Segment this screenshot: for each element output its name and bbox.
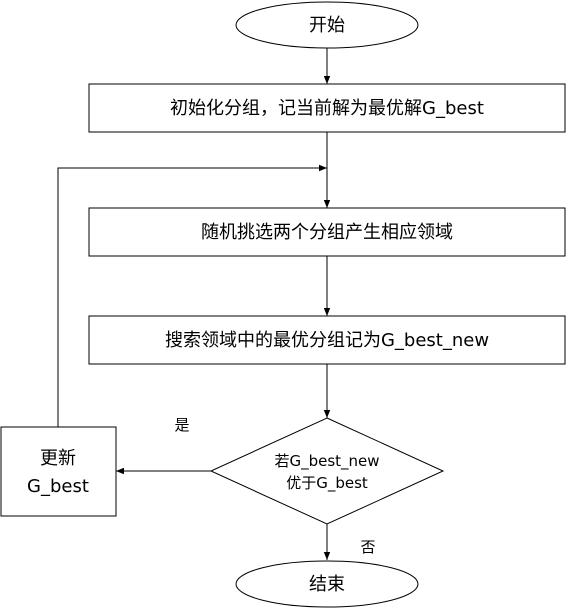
select-label: 随机挑选两个分组产生相应领域 [201,222,453,243]
yes-label: 是 [174,416,189,434]
edge-update-loop [57,164,327,427]
init-label: 初始化分组，记当前解为最优解G_best [170,98,484,119]
update-label-line1: 更新 [40,448,76,469]
no-label: 否 [360,538,375,556]
update-node [0,426,117,517]
decision-label-line1: 若G_best_new [274,452,379,471]
end-label: 结束 [309,574,345,595]
update-label-line2: G_best [27,476,89,497]
decision-node [209,417,445,525]
start-label: 开始 [309,15,345,36]
end-node [235,560,419,608]
search-label: 搜索领域中的最优分组记为G_best_new [165,330,489,351]
decision-label-line2: 优于G_best [286,474,368,493]
init-node [88,83,566,133]
search-node [88,315,566,365]
